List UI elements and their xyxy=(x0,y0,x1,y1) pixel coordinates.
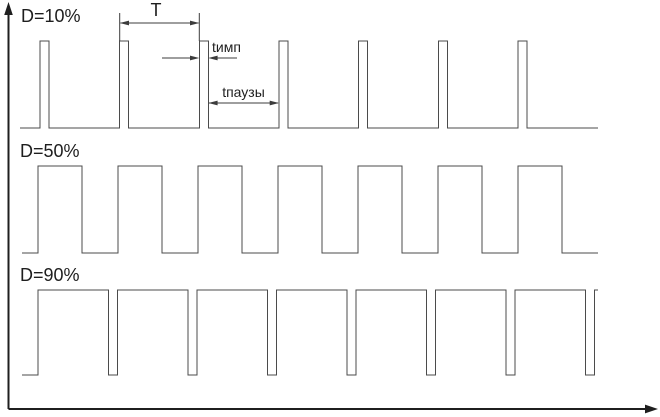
x-axis-arrow-icon xyxy=(645,404,658,414)
period-arrow-right-icon xyxy=(190,20,200,26)
label-duty-90: D=90% xyxy=(20,265,80,285)
pulse-width-label: tимп xyxy=(212,39,241,55)
period-dimension: T xyxy=(119,0,200,41)
y-axis-arrow-icon xyxy=(4,2,13,15)
pause-dimension: tпаузы xyxy=(208,84,279,106)
period-label: T xyxy=(151,0,162,20)
pause-label: tпаузы xyxy=(222,84,265,100)
pulse-width-arrow-right-icon xyxy=(190,55,200,61)
label-duty-50: D=50% xyxy=(20,141,80,161)
pulse-width-dimension: tимп xyxy=(162,39,241,61)
axes xyxy=(4,2,658,414)
waveform-duty-50 xyxy=(22,165,598,254)
waveform-duty-90 xyxy=(22,289,598,376)
pause-arrow-right-icon xyxy=(269,100,279,106)
pulse-width-arrow-left-icon xyxy=(208,55,218,61)
pause-arrow-left-icon xyxy=(208,100,218,106)
waveform-duty-10 xyxy=(20,40,598,129)
label-duty-10: D=10% xyxy=(21,6,81,26)
period-arrow-left-icon xyxy=(119,20,129,26)
